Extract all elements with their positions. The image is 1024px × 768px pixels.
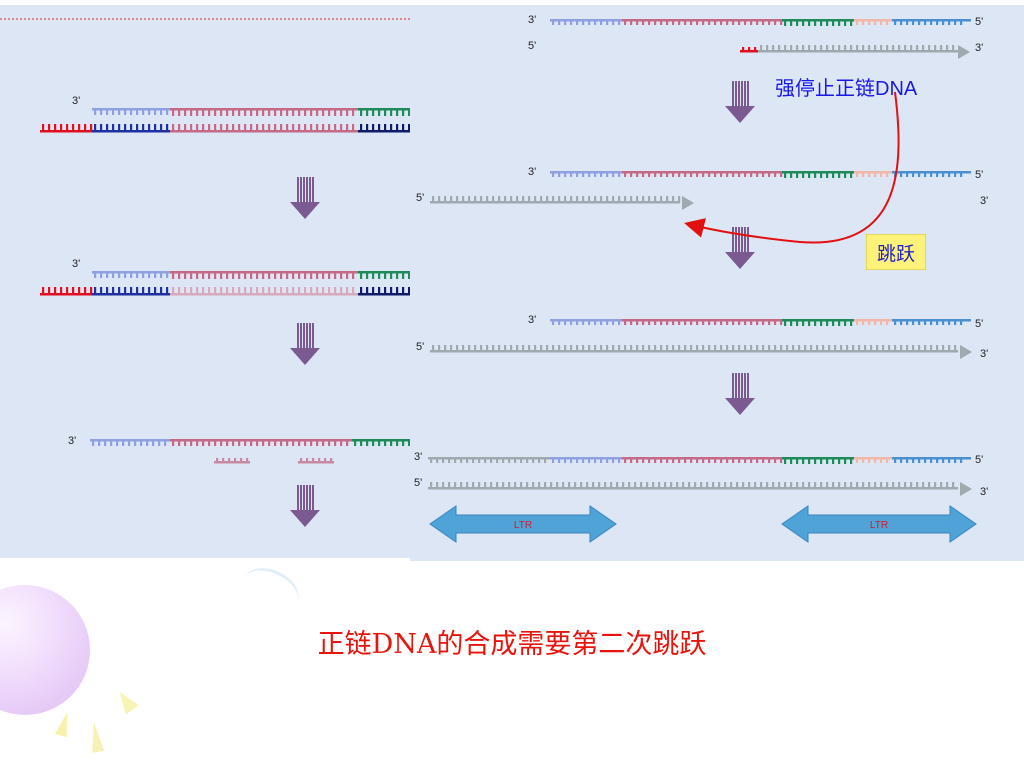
down-arrow-3: [725, 373, 755, 415]
decorative-spark: [55, 710, 73, 738]
template-3-tail: [965, 319, 971, 322]
template-2-seg-u5: [892, 171, 965, 177]
template-2-seg-u3: [550, 171, 622, 177]
top-divider: [0, 18, 410, 22]
plus-strand-jumped: [430, 196, 681, 204]
left-diagram-svg: 3' 3' 3': [40, 95, 410, 527]
template-2-tail: [965, 171, 971, 174]
strand-label-5prime: 5': [416, 341, 424, 353]
left-step-1-bottom-u3: [92, 124, 170, 133]
left-step-1-bottom-pbs: [358, 124, 410, 133]
plus-strand-full: [428, 482, 958, 490]
strong-stop-label: 强停止正链DNA: [775, 78, 918, 100]
left-down-arrow-3: [290, 485, 320, 527]
left-step-1-top-r: [170, 108, 358, 116]
left-step-2-top-u3: [92, 271, 170, 278]
left-step-1-bottom-r: [170, 124, 358, 133]
template-3-seg-u5: [892, 319, 965, 325]
template-4-seg-r: [622, 457, 783, 463]
strand-label-5prime: 5': [975, 318, 983, 330]
strand-label-3prime: 3': [528, 14, 536, 26]
left-step-1-top-u3: [92, 108, 170, 115]
template-4-seg-u3: [550, 457, 622, 463]
jump-label: 跳跃: [866, 234, 926, 270]
template-3-seg-r: [622, 319, 783, 325]
template-1-tail: [965, 19, 971, 22]
plus-strand-arrowhead: [960, 482, 972, 496]
template-4-seg-pbs: [782, 457, 854, 464]
strand-label-3prime: 3': [980, 486, 988, 498]
left-step-3-u3: [90, 439, 170, 446]
ltr-label: LTR: [870, 520, 888, 531]
template-2-seg-pbs: [782, 171, 854, 178]
left-step-3-pbs: [352, 439, 410, 446]
left-step-2-bottom-u3: [92, 287, 170, 296]
strand-label-3prime: 3': [72, 258, 80, 270]
left-down-arrow-2: [290, 323, 320, 365]
decorative-arc: [233, 559, 307, 624]
left-step-3-r: [170, 439, 352, 446]
template-1-seg-u5: [892, 19, 965, 25]
strand-label-5prime: 5': [975, 16, 983, 28]
rna-fragment: [298, 458, 334, 464]
left-step-2-bottom-pbs: [358, 287, 410, 296]
ltr-label: LTR: [514, 520, 532, 531]
slide-caption: 正链DNA的合成需要第二次跳跃: [317, 629, 707, 660]
plus-strand-primer: [740, 47, 758, 53]
strand-label-3prime: 3': [414, 451, 422, 463]
left-step-2-bottom-r: [170, 287, 358, 296]
template-2-seg-r2: [854, 171, 892, 177]
strand-label-5prime: 5': [528, 40, 536, 52]
down-arrow-1: [725, 81, 755, 123]
ltr-arrow-left: LTR: [429, 505, 617, 543]
strand-label-3prime: 3': [72, 95, 80, 107]
template-4-seg-r2: [854, 457, 892, 463]
template-1-seg-r2: [854, 19, 892, 25]
template-1-seg-u3: [550, 19, 622, 25]
left-step-2-top-pbs: [358, 271, 410, 279]
strand-label-5prime: 5': [416, 192, 424, 204]
strand-label-3prime: 3': [528, 166, 536, 178]
right-diagram-svg: 3' 5' 5' 3' 3' 5' 5' 3' 3' 5' 5' 3' 3' 5' 5' 3' LTR LTR: [414, 14, 988, 543]
template-3-seg-pbs: [782, 319, 854, 326]
strand-label-5prime: 5': [975, 454, 983, 466]
left-step-2-top-r: [170, 271, 358, 279]
strand-label-3prime: 3': [980, 195, 988, 207]
minus-strand-full-left: [428, 457, 550, 463]
template-3-seg-r2: [854, 319, 892, 325]
template-2-seg-r: [622, 171, 783, 177]
left-step-1-bottom-primer: [40, 124, 93, 133]
template-4-seg-u5: [892, 457, 965, 463]
left-diagram-panel: 3' 3' 3': [0, 5, 410, 558]
plus-strand-arrowhead: [682, 196, 694, 210]
left-step-2-bottom-primer: [40, 287, 93, 296]
strand-label-3prime: 3': [528, 314, 536, 326]
decorative-spark: [87, 721, 105, 753]
template-1-seg-r: [622, 19, 783, 25]
strand-label-5prime: 5': [975, 169, 983, 181]
strand-label-3prime: 3': [68, 435, 76, 447]
left-down-arrow-1: [290, 177, 320, 219]
strand-label-3prime: 3': [975, 42, 983, 54]
plus-strand-arrowhead: [960, 345, 972, 359]
left-step-1-top-pbs: [358, 108, 410, 116]
plus-strand-short: [758, 45, 958, 53]
right-diagram-panel: 3' 5' 5' 3' 3' 5' 5' 3' 3' 5' 5' 3' 3' 5' 5' 3' LTR LTR: [410, 5, 1024, 561]
strand-label-3prime: 3': [980, 348, 988, 360]
ltr-arrow-right: LTR: [781, 505, 977, 543]
strand-label-5prime: 5': [414, 477, 422, 489]
decorative-spark: [113, 687, 139, 715]
down-arrow-2: [725, 227, 755, 269]
template-3-seg-u3: [550, 319, 622, 325]
plus-strand-arrowhead: [958, 45, 970, 59]
template-1-seg-pbs: [782, 19, 854, 26]
rna-fragment: [214, 458, 250, 464]
template-4-tail: [965, 457, 971, 460]
plus-strand-extended: [430, 345, 958, 353]
